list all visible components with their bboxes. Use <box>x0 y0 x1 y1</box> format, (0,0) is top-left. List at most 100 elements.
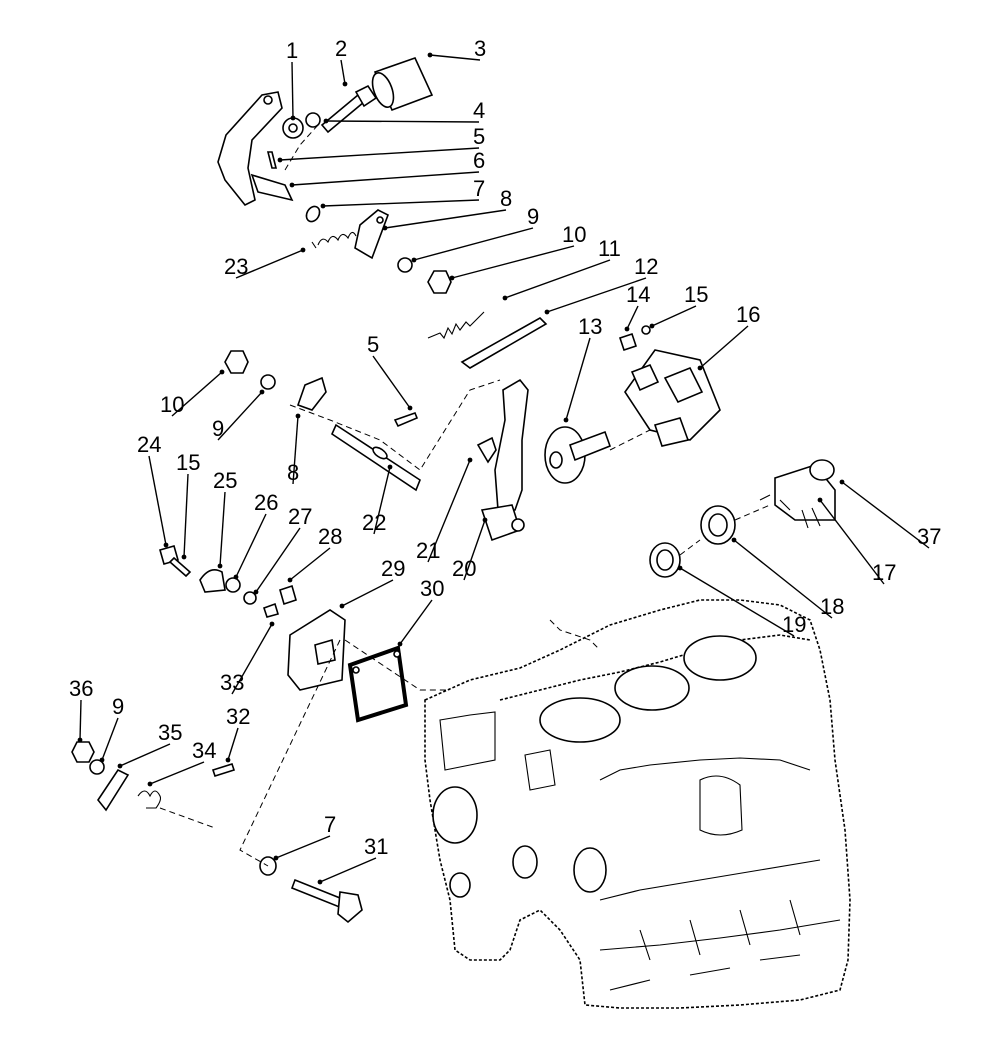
callout-c27: 27 <box>253 504 312 595</box>
engine-block <box>424 599 851 1009</box>
part-plate-upper-hole <box>376 216 384 224</box>
callout-dot <box>467 457 473 463</box>
callout-dot <box>225 757 231 763</box>
part-pin-5-middle <box>393 411 419 428</box>
part-nut-36 <box>71 741 95 763</box>
part-wires-17 <box>801 507 821 529</box>
callout-dot <box>697 365 703 371</box>
callout-number: 22 <box>362 510 386 535</box>
callout-dot <box>397 641 403 647</box>
callout-leader <box>322 199 480 207</box>
callout-c18: 18 <box>731 537 844 619</box>
callout-c15b: 15 <box>176 450 200 560</box>
part-washer-9-lower <box>89 759 105 775</box>
callout-c10a: 10 <box>449 222 586 281</box>
callout-leader <box>427 459 471 563</box>
callout-c2: 2 <box>335 36 348 87</box>
part-bolt-28 <box>279 584 297 606</box>
callout-c22: 22 <box>362 464 393 535</box>
callout-leader <box>819 499 885 585</box>
callout-c20: 20 <box>452 517 488 581</box>
callout-leader <box>227 727 239 761</box>
callout-c7b: 7 <box>273 812 336 861</box>
callout-c36: 36 <box>69 676 93 743</box>
part-washer-15-upper <box>641 325 651 335</box>
callout-number: 7 <box>473 176 485 201</box>
callout-c10b: 10 <box>160 369 225 417</box>
part-plate-upper <box>354 209 390 260</box>
callout-c6: 6 <box>289 148 485 188</box>
callout-c28: 28 <box>287 524 342 583</box>
part-shaft-22 <box>330 423 421 492</box>
callout-leader <box>399 599 433 645</box>
callout-leader <box>79 699 82 741</box>
callout-c26: 26 <box>233 490 278 580</box>
callout-number: 14 <box>626 282 650 307</box>
callout-leader <box>373 466 391 535</box>
part-solenoid-16 <box>624 349 721 447</box>
callout-dot <box>839 479 845 485</box>
callout-c8b: 8 <box>287 413 301 485</box>
callout-number: 28 <box>318 524 342 549</box>
part-sleeve <box>371 57 434 112</box>
callout-number: 6 <box>473 148 485 173</box>
callout-number: 25 <box>213 468 237 493</box>
callout-c23: 23 <box>224 247 306 279</box>
callout-number: 33 <box>220 670 244 695</box>
part-gasket-30 <box>347 645 409 723</box>
callout-c14: 14 <box>624 282 650 332</box>
callout-leader <box>341 579 394 607</box>
callout-c31: 31 <box>317 834 388 885</box>
callout-leader <box>291 171 480 186</box>
part-seal-18-inner <box>708 513 728 537</box>
callout-leader <box>733 539 833 619</box>
callout-dot <box>339 603 345 609</box>
callout-leader <box>183 473 189 558</box>
callout-c12: 12 <box>544 254 658 315</box>
callout-c15a: 15 <box>649 282 708 329</box>
callout-c32: 32 <box>225 704 250 763</box>
callout-leader <box>231 623 273 695</box>
callout-dot <box>181 554 187 560</box>
callout-dot <box>253 589 259 595</box>
callout-number: 15 <box>176 450 200 475</box>
callout-c24: 24 <box>137 432 169 548</box>
part-washer-mid <box>260 374 276 390</box>
callout-dot <box>277 157 283 163</box>
part-pin-32 <box>211 763 236 777</box>
callout-c5a: 5 <box>277 124 485 163</box>
callout-c17: 17 <box>817 497 896 585</box>
callout-number: 20 <box>452 556 476 581</box>
callout-leader <box>504 259 611 299</box>
callout-leader <box>275 835 331 859</box>
callout-dot <box>407 405 413 411</box>
callout-dot <box>219 369 225 375</box>
callout-number: 29 <box>381 556 405 581</box>
part-stop-solenoid-37 <box>759 459 836 521</box>
part-bolt <box>320 84 378 134</box>
part-disc-13 <box>544 426 612 484</box>
part-bolt-21 <box>476 436 497 464</box>
callout-dot <box>77 737 83 743</box>
callout-number: 13 <box>578 314 602 339</box>
callout-number: 35 <box>158 720 182 745</box>
callout-leader <box>217 391 263 441</box>
callout-number: 19 <box>782 612 806 637</box>
callout-dot <box>482 517 488 523</box>
callout-leader <box>546 277 647 313</box>
part-nut-upper <box>427 270 452 294</box>
callout-leader <box>413 227 534 261</box>
part-spring-11 <box>427 311 485 340</box>
callout-c3: 3 <box>427 36 486 61</box>
callout-number: 9 <box>527 204 539 229</box>
callout-number: 11 <box>598 236 621 261</box>
callout-dot <box>273 855 279 861</box>
callout-c33: 33 <box>220 621 275 695</box>
callout-c8a: 8 <box>382 186 512 231</box>
callout-number: 23 <box>224 254 248 279</box>
part-stud-33 <box>262 602 280 618</box>
callout-c11: 11 <box>502 236 621 301</box>
callout-leader <box>235 249 304 279</box>
callout-c16: 16 <box>697 302 760 371</box>
